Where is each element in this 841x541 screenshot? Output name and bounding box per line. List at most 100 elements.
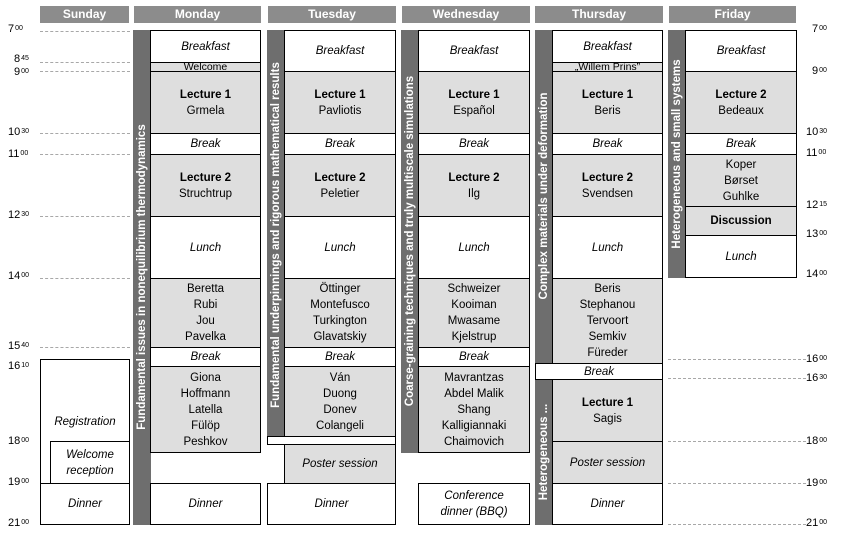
wednesday-lunch: Lunch (418, 216, 530, 279)
grid-line (668, 378, 806, 379)
day-header-sunday: Sunday (40, 6, 129, 23)
time-label: 1540 (8, 340, 30, 352)
day-header-friday: Friday (669, 6, 796, 23)
wednesday-breakfast: Breakfast (418, 30, 530, 72)
thursday-breakfast: Breakfast (552, 30, 663, 63)
thursday-dinner: Dinner (552, 483, 663, 525)
thursday-break1: Break (552, 133, 663, 155)
thursday-poster: Poster session (552, 441, 663, 484)
tuesday-break1: Break (284, 133, 396, 155)
sunday-dinner: Dinner (40, 483, 130, 525)
time-label: 1600 (806, 353, 828, 365)
wednesday-break2: Break (418, 347, 530, 367)
time-label: 1400 (8, 270, 30, 282)
grid-line (40, 154, 130, 155)
friday-breakfast: Breakfast (685, 30, 797, 72)
time-label: 1030 (806, 126, 828, 138)
time-label: 1100 (806, 147, 827, 159)
time-label: 845 (14, 53, 29, 65)
grid-line (40, 31, 130, 32)
tuesday-dinner: Dinner (267, 483, 396, 525)
time-label: 700 (8, 23, 23, 35)
thursday-theme-label-top: Complex materials under deformation (538, 92, 550, 300)
time-label: 1800 (8, 435, 30, 447)
day-header-wednesday: Wednesday (402, 6, 530, 23)
tuesday-poster: Poster session (284, 444, 396, 484)
tuesday-theme-label: Fundamental underpinnings and rigorous m… (270, 62, 282, 408)
time-label: 900 (812, 65, 827, 77)
grid-line (40, 216, 130, 217)
tuesday-breakfast: Breakfast (284, 30, 396, 72)
grid-line (668, 483, 806, 484)
time-label: 1630 (806, 372, 828, 384)
time-label: 1230 (8, 209, 30, 221)
monday-dinner: Dinner (150, 483, 261, 525)
thursday-break2: Break (535, 363, 663, 380)
time-label: 2100 (8, 517, 30, 529)
grid-line (668, 441, 806, 442)
thursday-theme-label-bottom: Heterogeneous ... (538, 403, 550, 501)
time-label: 1215 (806, 199, 828, 211)
friday-theme-bar (668, 30, 686, 278)
thursday-lunch: Lunch (552, 216, 663, 279)
monday-break1: Break (150, 133, 261, 155)
time-label: 2100 (806, 517, 828, 529)
wednesday-break1: Break (418, 133, 530, 155)
grid-line (668, 359, 806, 360)
day-header-monday: Monday (134, 6, 261, 23)
grid-line (40, 62, 130, 63)
tuesday-break2: Break (284, 347, 396, 367)
monday-lunch: Lunch (150, 216, 261, 279)
time-label: 1300 (806, 228, 828, 240)
tuesday-lunch: Lunch (284, 216, 396, 279)
day-header-thursday: Thursday (535, 6, 663, 23)
time-label: 900 (14, 66, 29, 78)
monday-theme-bar (133, 30, 151, 525)
monday-break2: Break (150, 347, 261, 367)
wednesday-theme-bar (401, 30, 419, 453)
tuesday-theme-bar (267, 30, 285, 440)
time-label: 1800 (806, 435, 828, 447)
time-label: 1900 (806, 477, 828, 489)
friday-theme-label: Heterogeneous and small systems (671, 59, 683, 249)
day-header-tuesday: Tuesday (268, 6, 396, 23)
friday-lunch: Lunch (685, 235, 797, 278)
friday-break1: Break (685, 133, 797, 155)
time-label: 1900 (8, 476, 30, 488)
monday-theme-label: Fundamental issues in nonequilibrium the… (136, 124, 148, 430)
thursday-theme-bar-bottom (535, 379, 553, 525)
thursday-theme-bar-top (535, 30, 553, 363)
time-label: 1030 (8, 126, 30, 138)
grid-line (40, 347, 130, 348)
grid-line (668, 524, 806, 525)
time-label: 700 (812, 23, 827, 35)
grid-line (40, 71, 130, 72)
monday-breakfast: Breakfast (150, 30, 261, 63)
time-label: 1100 (8, 148, 29, 160)
friday-discussion: Discussion (685, 206, 797, 236)
wednesday-theme-label: Coarse-graining techniques and truly mul… (404, 75, 416, 407)
time-label: 1610 (8, 360, 30, 372)
time-label: 1400 (806, 268, 828, 280)
grid-line (40, 133, 130, 134)
